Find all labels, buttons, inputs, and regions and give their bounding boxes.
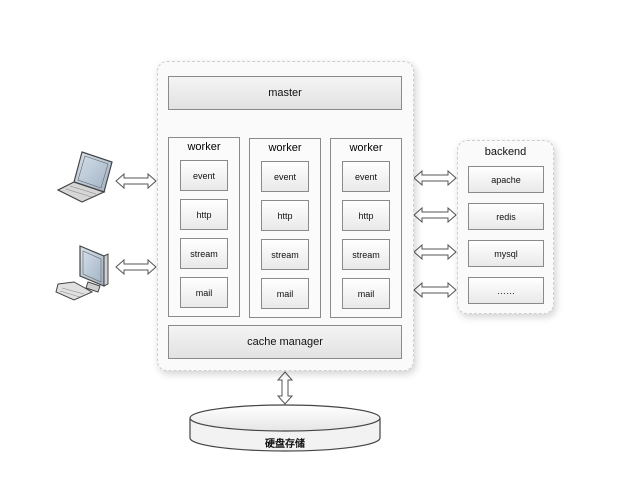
module-label: mail [276, 288, 294, 299]
module-stream: stream [342, 239, 390, 270]
module-stream: stream [180, 238, 228, 269]
backend-item-apache: apache [468, 166, 544, 193]
module-label: event [354, 171, 378, 182]
backend-item-label: redis [496, 211, 516, 222]
backend-item-mysql: mysql [468, 240, 544, 267]
client-arrow-1 [115, 172, 157, 190]
module-event: event [261, 161, 309, 192]
backend-item-label: mysql [494, 248, 518, 259]
module-http: http [261, 200, 309, 231]
backend-arrow-mysql [413, 243, 457, 261]
worker-title: worker [187, 141, 221, 153]
module-label: event [273, 171, 297, 182]
worker-process-2: worker event http stream mail [249, 138, 321, 318]
module-label: stream [190, 248, 218, 259]
module-mail: mail [342, 278, 390, 309]
module-event: event [180, 160, 228, 191]
backend-item-label: …… [497, 285, 515, 296]
backend-arrow-more [413, 281, 457, 299]
module-label: stream [352, 249, 380, 260]
module-label: stream [271, 249, 299, 260]
module-label: http [277, 210, 293, 221]
cache-manager-process: cache manager [168, 325, 402, 359]
module-stream: stream [261, 239, 309, 270]
backend-arrow-apache [413, 169, 457, 187]
worker-title: worker [268, 142, 302, 154]
desktop-computer-icon [55, 245, 109, 301]
backend-item-redis: redis [468, 203, 544, 230]
worker-process-1: worker event http stream mail [168, 137, 240, 317]
module-mail: mail [261, 278, 309, 309]
module-http: http [342, 200, 390, 231]
module-label: mail [357, 288, 375, 299]
disk-storage-icon [189, 404, 381, 452]
module-label: http [196, 209, 212, 220]
backend-panel: backend apache redis mysql …… [457, 140, 554, 314]
master-label: master [268, 87, 302, 99]
worker-title: worker [349, 142, 383, 154]
module-label: http [358, 210, 374, 221]
master-process: master [168, 76, 402, 110]
module-mail: mail [180, 277, 228, 308]
cache-manager-label: cache manager [247, 336, 323, 348]
module-event: event [342, 161, 390, 192]
backend-arrow-redis [413, 206, 457, 224]
module-http: http [180, 199, 228, 230]
backend-item-more: …… [468, 277, 544, 304]
storage-arrow [276, 371, 294, 405]
client-arrow-2 [115, 258, 157, 276]
laptop-icon [56, 151, 113, 203]
backend-title: backend [484, 146, 527, 158]
module-label: event [192, 170, 216, 181]
worker-process-3: worker event http stream mail [330, 138, 402, 318]
module-label: mail [195, 287, 213, 298]
backend-item-label: apache [491, 174, 521, 185]
